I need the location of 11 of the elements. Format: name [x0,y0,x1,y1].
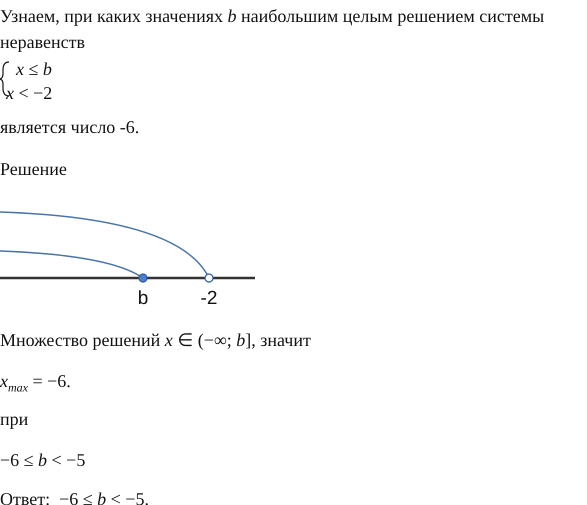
problem-text: является число -6. [0,116,140,139]
point-label: b [136,287,150,311]
inequality: x < −2 [6,82,52,105]
section-heading: Решение [0,158,67,181]
formula: −6 ≤ b < −5 [0,449,86,472]
point-label: -2 [200,287,218,311]
formula: x$_{max}$ = −6. [0,370,71,397]
inequality: x ≤ b [16,58,52,81]
solution-text: при [0,408,28,431]
solution-text: Множество решений x ∈ (−∞; b], значит [0,329,311,352]
answer-text: Ответ: −6 ≤ b < −5. [0,488,149,505]
